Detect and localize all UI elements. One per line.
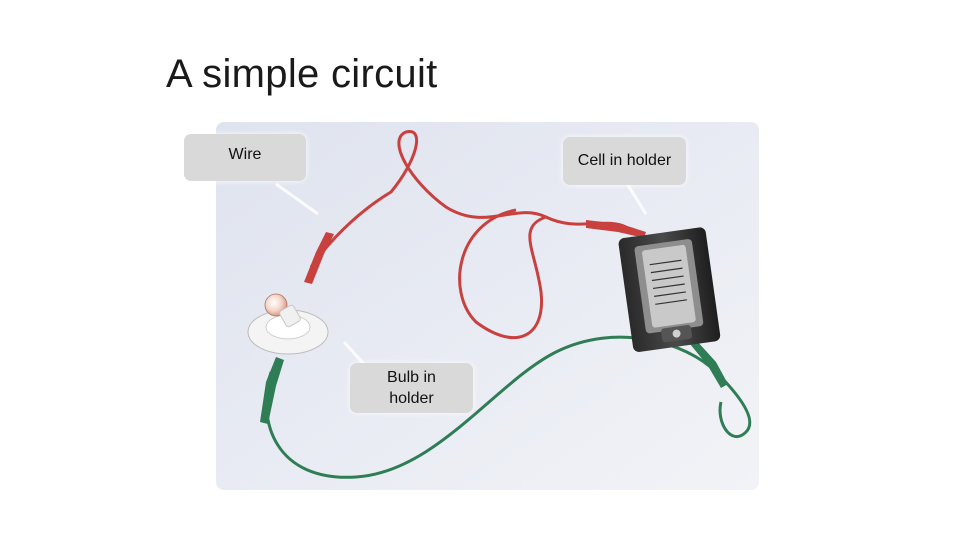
callout-cell-in-holder: Cell in holder [563, 137, 686, 185]
red-wire-loop [458, 208, 547, 340]
green-clip-bulb [260, 357, 284, 424]
callout-cell-label: Cell in holder [577, 152, 672, 169]
callout-bulb-label-line1: Bulb in [387, 369, 436, 386]
green-wire [264, 335, 752, 479]
green-clip-cell [690, 340, 728, 388]
red-clip-bulb [304, 232, 334, 284]
red-wire [309, 130, 627, 268]
red-clip-cell [586, 220, 646, 238]
callout-wire-label: Wire [228, 146, 262, 163]
callout-bulb-in-holder: Bulb in holder [350, 363, 473, 413]
cell-holder [618, 227, 721, 352]
callout-bulb-label-line2: holder [389, 390, 434, 407]
callout-wire: Wire [184, 134, 306, 181]
slide-title: A simple circuit [166, 52, 438, 96]
